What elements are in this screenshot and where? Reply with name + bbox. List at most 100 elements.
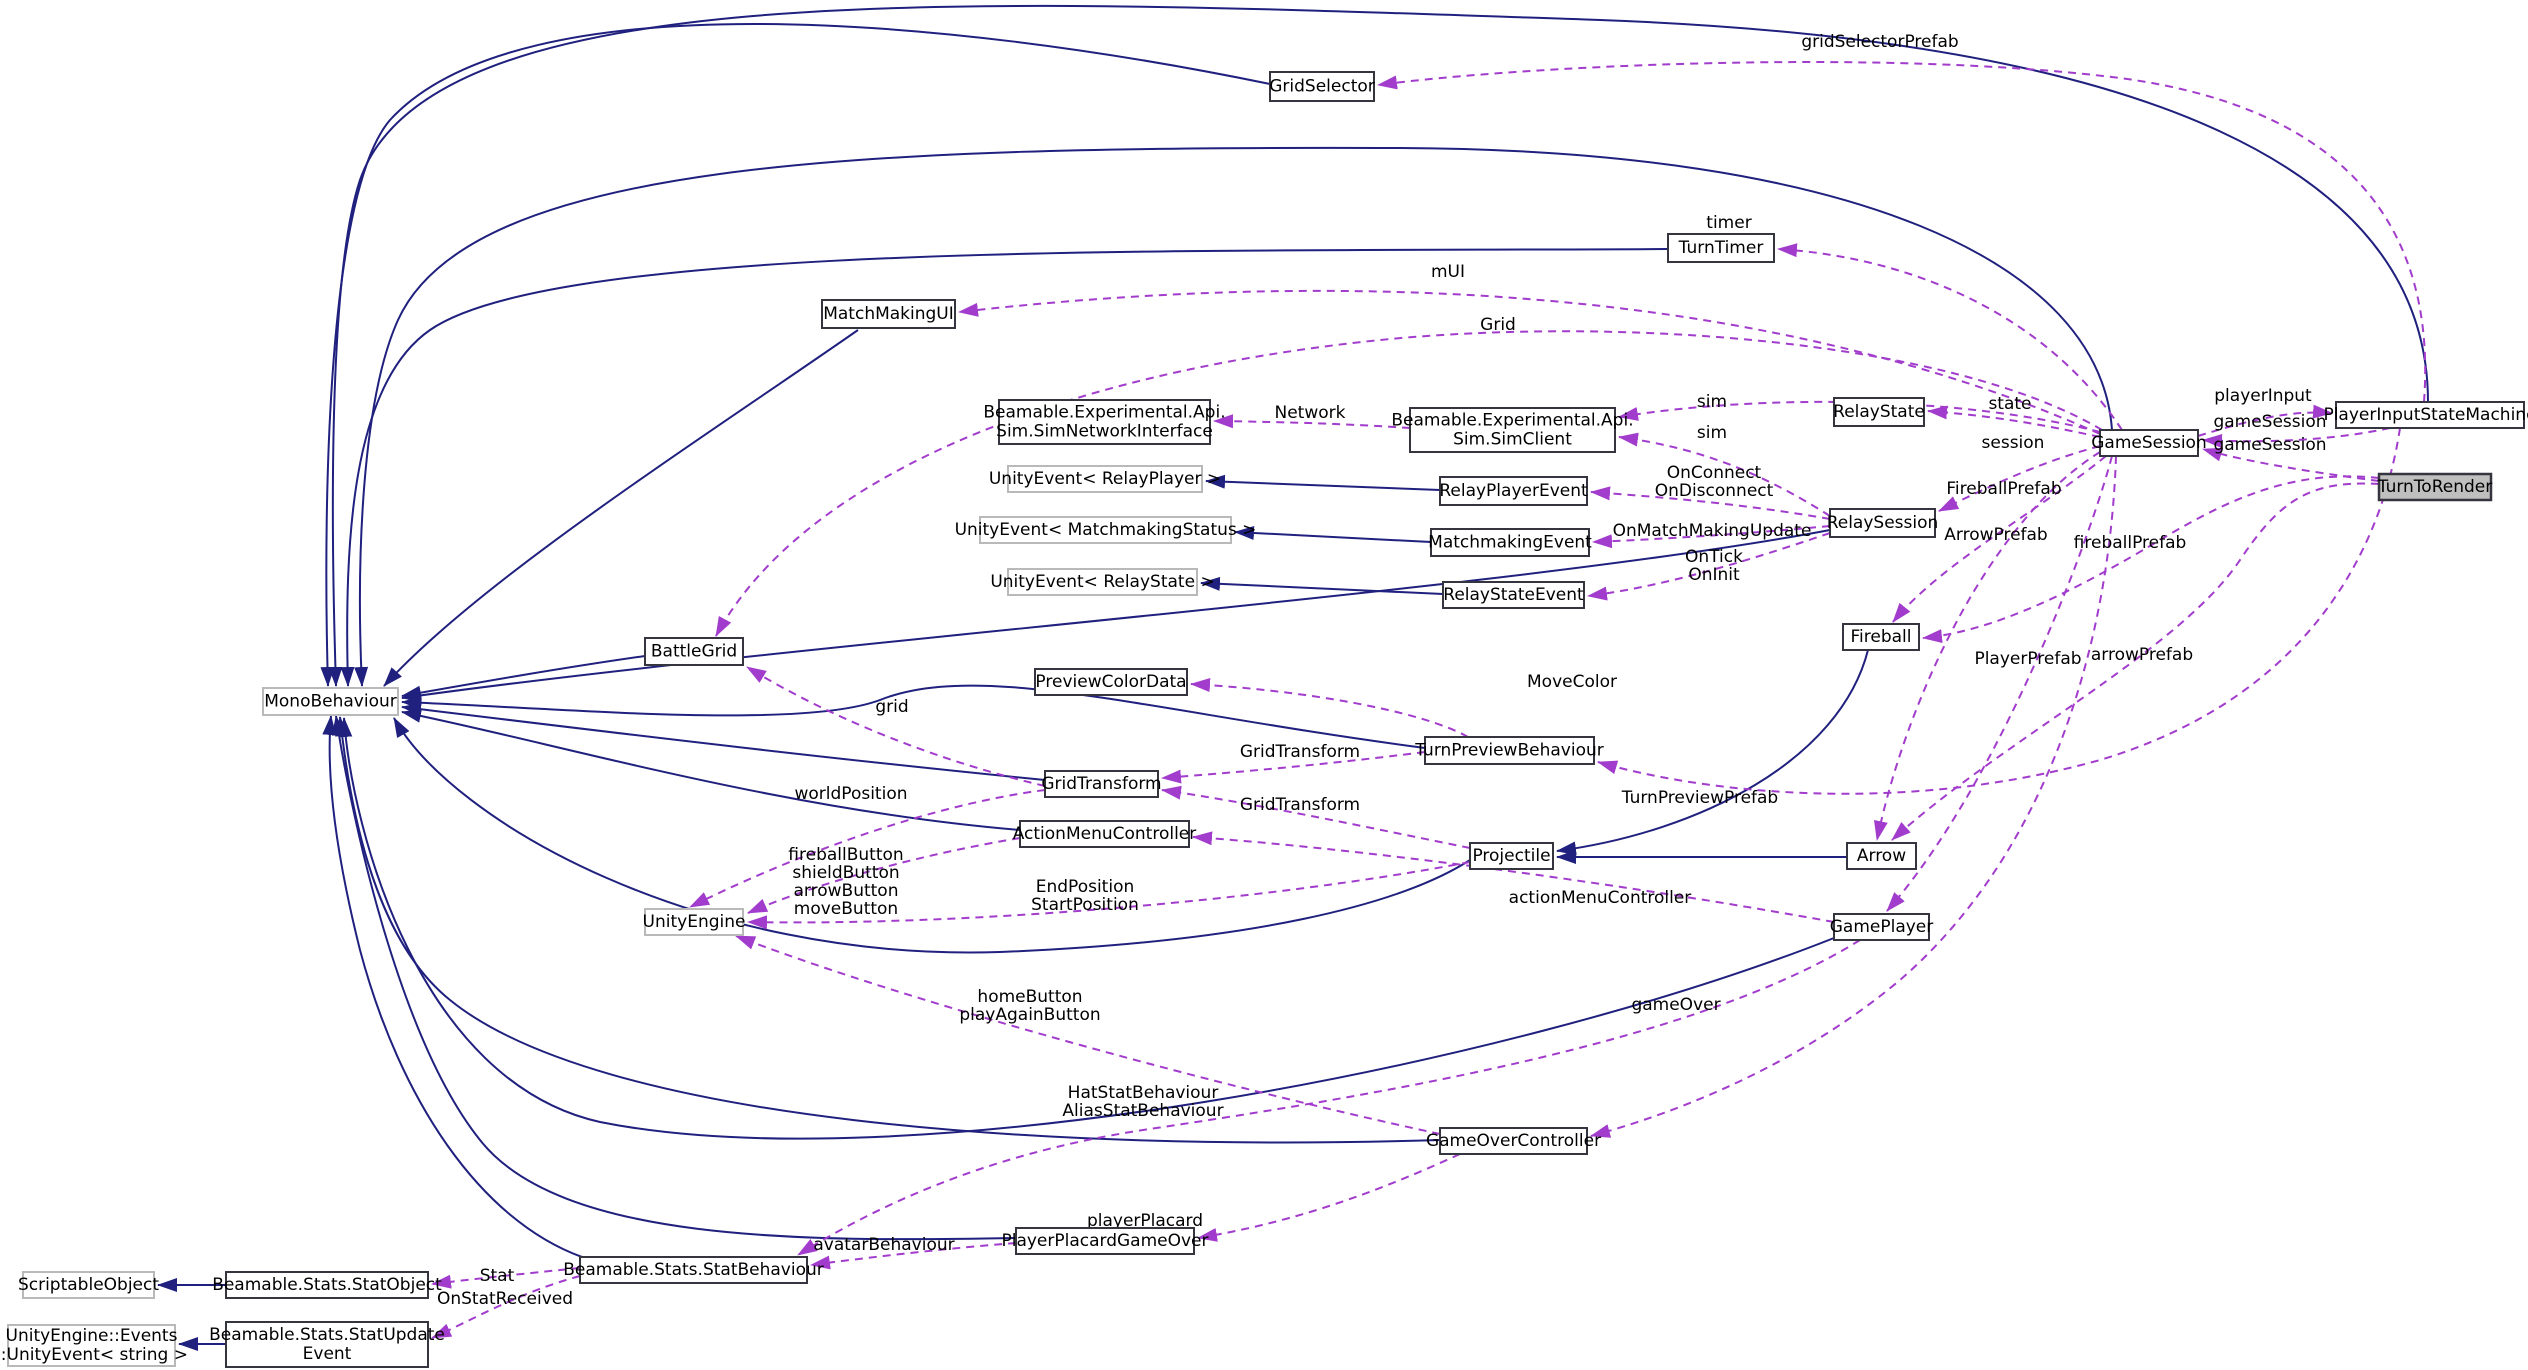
edge-player-input-state-machine-to-grid-selector <box>1377 61 2427 403</box>
edge-projectile-to-unity-engine <box>747 861 1471 930</box>
node-box-grid-transform[interactable] <box>1044 770 1159 798</box>
node-relay-player-event[interactable]: RelayPlayerEvent <box>1439 476 1588 506</box>
node-box-projectile[interactable] <box>1469 842 1554 870</box>
node-player-placard-game-over[interactable]: PlayerPlacardGameOver <box>1001 1227 1209 1255</box>
node-box-fireball[interactable] <box>1842 623 1920 651</box>
node-box-game-player[interactable] <box>1833 913 1930 941</box>
node-player-input-state-machine[interactable]: PlayerInputStateMachine <box>2323 401 2528 429</box>
edge-label-playerPlacard: playerPlacard <box>1087 1211 1203 1231</box>
edge-matchmaking-ui-to-mono-behaviour <box>383 329 859 687</box>
edge-relay-state-event-to-unityevent-relaystate <box>1200 576 1444 595</box>
node-box-relay-state-event[interactable] <box>1442 581 1585 609</box>
node-box-unityevent-string[interactable] <box>7 1324 176 1367</box>
node-arrow[interactable]: Arrow <box>1846 842 1917 870</box>
node-box-game-over-controller[interactable] <box>1439 1127 1588 1155</box>
node-action-menu-controller[interactable]: ActionMenuController <box>1013 820 1197 848</box>
node-label-stat-behaviour: Beamable.Stats.StatBehaviour <box>563 1260 824 1280</box>
node-stat-object[interactable]: Beamable.Stats.StatObject <box>212 1271 442 1299</box>
node-box-unityevent-relaystate[interactable] <box>1007 568 1198 596</box>
edge-relay-session-to-matchmaking-event <box>1592 525 1831 549</box>
node-box-action-menu-controller[interactable] <box>1019 820 1190 848</box>
node-preview-color-data[interactable]: PreviewColorData <box>1034 668 1188 696</box>
node-turn-to-render: TurnToRender <box>2377 472 2493 502</box>
node-projectile[interactable]: Projectile <box>1469 842 1554 870</box>
node-box-unity-engine[interactable] <box>644 908 744 936</box>
node-box-mono-behaviour[interactable] <box>262 687 399 716</box>
edge-action-menu-controller-to-unity-engine <box>747 837 1021 914</box>
edge-label-gameSession: gameSession <box>2213 412 2326 432</box>
node-label-game-session: GameSession <box>2091 433 2206 453</box>
node-box-scriptable-object[interactable] <box>22 1271 155 1299</box>
node-unityevent-relayplayer[interactable]: UnityEvent< RelayPlayer > <box>989 465 1221 493</box>
node-box-relay-player-event[interactable] <box>1439 476 1588 506</box>
node-box-stat-object[interactable] <box>225 1271 429 1299</box>
node-box-turn-preview-behaviour[interactable] <box>1424 736 1595 765</box>
node-turn-preview-behaviour[interactable]: TurnPreviewBehaviour <box>1414 736 1604 765</box>
edge-label-gameOver: gameOver <box>1631 995 1720 1015</box>
edge-turn-preview-behaviour-to-preview-color-data <box>1190 678 1469 738</box>
node-label-relay-player-event: RelayPlayerEvent <box>1439 481 1588 501</box>
edge-grid-transform-to-battle-grid <box>746 666 1046 787</box>
edge-label-gridSelectorPrefab: gridSelectorPrefab <box>1801 32 1958 52</box>
node-grid-transform[interactable]: GridTransform <box>1041 770 1162 798</box>
node-unityevent-matchmakingstatus[interactable]: UnityEvent< MatchmakingStatus > <box>955 516 1257 544</box>
node-box-matchmaking-ui[interactable] <box>821 299 956 329</box>
node-sim-client[interactable]: Beamable.Experimental.Api.Sim.SimClient <box>1391 407 1634 453</box>
node-matchmaking-event[interactable]: MatchmakingEvent <box>1428 528 1592 557</box>
node-box-player-placard-game-over[interactable] <box>1015 1227 1195 1255</box>
node-unity-engine[interactable]: UnityEngine <box>643 908 746 936</box>
node-unityevent-string[interactable]: UnityEngine::Events::UnityEvent< string … <box>0 1324 188 1367</box>
node-turn-timer[interactable]: TurnTimer <box>1667 233 1775 263</box>
edge-label-PlayerPrefab: PlayerPrefab <box>1974 649 2081 669</box>
node-label-battle-grid: BattleGrid <box>651 642 737 662</box>
edge-stat-behaviour-to-mono-behaviour <box>322 715 583 1258</box>
edge-battle-grid-to-mono-behaviour <box>401 655 646 700</box>
node-box-sim-network-interface[interactable] <box>998 399 1211 445</box>
node-grid-selector[interactable]: GridSelector <box>1269 71 1375 102</box>
node-unityevent-relaystate[interactable]: UnityEvent< RelayState > <box>990 568 1215 596</box>
node-label-grid-transform: GridTransform <box>1041 774 1161 794</box>
node-label-unityevent-relayplayer: UnityEvent< RelayPlayer > <box>989 469 1221 489</box>
node-box-stat-behaviour[interactable] <box>579 1256 808 1284</box>
node-relay-state-event[interactable]: RelayStateEvent <box>1442 581 1585 609</box>
node-box-turn-timer[interactable] <box>1667 233 1775 263</box>
node-box-unityevent-matchmakingstatus[interactable] <box>979 516 1232 544</box>
edge-label-avatarBehaviour: avatarBehaviour <box>813 1235 954 1255</box>
edge-player-placard-game-over-to-mono-behaviour <box>331 715 1017 1241</box>
edge-game-session-to-relay-state <box>1927 405 2101 438</box>
edge-label-actionMenuController: actionMenuController <box>1509 888 1692 908</box>
node-game-player[interactable]: GamePlayer <box>1830 913 1934 941</box>
node-box-relay-state[interactable] <box>1833 397 1925 427</box>
node-box-game-session[interactable] <box>2099 429 2199 457</box>
node-relay-state[interactable]: RelayState <box>1833 397 1925 427</box>
node-mono-behaviour[interactable]: MonoBehaviour <box>262 687 399 716</box>
node-scriptable-object[interactable]: ScriptableObject <box>18 1271 159 1299</box>
node-label-relay-state-event: RelayStateEvent <box>1443 585 1584 605</box>
node-relay-session[interactable]: RelaySession <box>1827 508 1939 538</box>
edge-sim-client-to-sim-network-interface <box>1213 414 1411 429</box>
node-sim-network-interface[interactable]: Beamable.Experimental.Api.Sim.SimNetwork… <box>983 399 1226 445</box>
node-matchmaking-ui[interactable]: MatchMakingUI <box>821 299 956 329</box>
node-game-over-controller[interactable]: GameOverController <box>1426 1127 1601 1155</box>
node-box-unityevent-relayplayer[interactable] <box>1007 465 1203 493</box>
edge-label-worldPosition: worldPosition <box>795 784 908 804</box>
node-game-session[interactable]: GameSession <box>2091 429 2207 457</box>
node-box-preview-color-data[interactable] <box>1034 668 1188 696</box>
edge-player-input-state-machine-to-turn-preview-behaviour <box>1597 427 2401 795</box>
node-box-battle-grid[interactable] <box>644 637 744 666</box>
node-box-stat-update-event[interactable] <box>225 1321 429 1368</box>
node-battle-grid[interactable]: BattleGrid <box>644 637 744 666</box>
node-box-relay-session[interactable] <box>1829 508 1936 538</box>
node-box-grid-selector[interactable] <box>1269 71 1375 102</box>
node-box-arrow[interactable] <box>1846 842 1917 870</box>
node-stat-behaviour[interactable]: Beamable.Stats.StatBehaviour <box>563 1256 824 1284</box>
node-label-relay-state: RelayState <box>1833 402 1925 422</box>
node-box-sim-client[interactable] <box>1409 407 1616 453</box>
node-fireball[interactable]: Fireball <box>1842 623 1920 651</box>
node-box-player-input-state-machine[interactable] <box>2335 401 2525 429</box>
node-box-matchmaking-event[interactable] <box>1430 528 1590 557</box>
